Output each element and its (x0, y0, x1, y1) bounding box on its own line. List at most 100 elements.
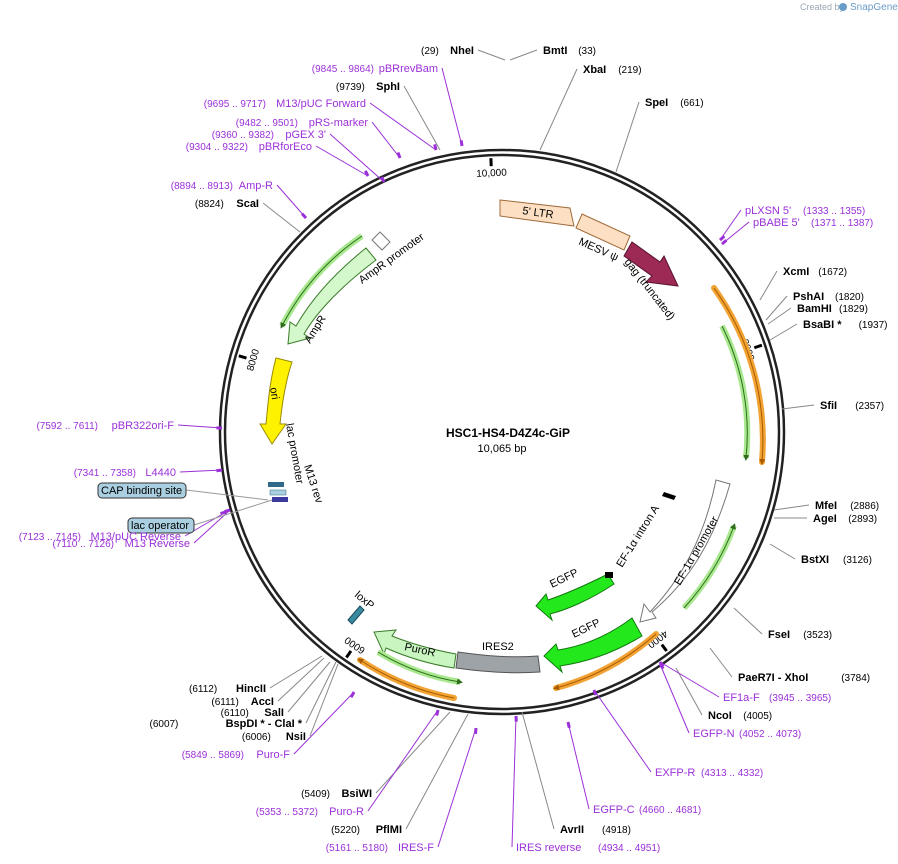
enzyme-site[interactable]: NsiI(6006) (242, 731, 306, 743)
enzyme-site[interactable]: BsiWI(5409) (301, 788, 372, 800)
primer-mark (380, 176, 386, 183)
primer-site[interactable]: EGFP-C(4660 .. 4681) (593, 804, 701, 816)
primer-site[interactable]: Amp-R(8894 .. 8913) (171, 180, 273, 192)
snapgene-watermark: Created by SnapGene (800, 2, 898, 13)
cap-binding-site-box[interactable] (97, 482, 187, 499)
enzyme-name: XbaI (583, 64, 606, 76)
enzyme-name: XcmI (783, 266, 809, 278)
enzyme-site[interactable]: AgeI(2893) (813, 513, 877, 525)
primer-name: EF1a-F (723, 692, 760, 704)
enzyme-site[interactable]: XbaI (219) (583, 64, 642, 76)
primer-site[interactable]: M13/pUC Reverse(7123 .. 7145) (19, 531, 181, 543)
enzyme-site[interactable]: FseI(3523) (768, 629, 832, 641)
enzyme-position: (4005) (743, 711, 772, 722)
feature-mesv-psi-shape[interactable] (575, 213, 631, 251)
primer-leader (567, 721, 590, 810)
enzyme-site[interactable]: SfiI(2357) (820, 400, 884, 412)
enzyme-name: BsiWI (341, 788, 372, 800)
enzyme-name: ScaI (236, 198, 259, 210)
enzyme-position: (1937) (859, 320, 888, 331)
enzyme-position: (1820) (835, 292, 864, 303)
enzyme-site[interactable]: NheI(29) (421, 45, 474, 57)
enzyme-site[interactable]: MfeI(2886) (815, 500, 879, 512)
feature-intron-marker[interactable] (662, 492, 676, 500)
enzyme-site[interactable]: AvrII(4918) (560, 824, 631, 836)
enzyme-name: NheI (450, 45, 474, 57)
feature-label-egfp-2: EGFP (570, 617, 602, 641)
enzyme-site[interactable]: SalI(6110) (221, 707, 284, 719)
feature-egfp-1-shape[interactable] (535, 573, 615, 622)
primer-site[interactable]: pRS-marker(9482 .. 9501) (236, 117, 369, 129)
enzyme-site[interactable]: BmtI(33) (543, 45, 596, 57)
primer-site[interactable]: pLXSN 5'(1333 .. 1355) (745, 205, 865, 217)
primer-range: (4313 .. 4332) (701, 768, 763, 779)
primer-range: (9695 .. 9717) (204, 99, 266, 110)
feature-gag-shape[interactable] (623, 241, 679, 287)
primer-site[interactable]: IRES reverse(4934 .. 4951) (516, 842, 660, 854)
feature-lac-stack-2[interactable] (269, 489, 287, 496)
enzyme-site[interactable]: ScaI(8824) (195, 198, 259, 210)
feature-egfp-2-shape[interactable] (543, 617, 643, 674)
enzyme-site[interactable]: BamHI(1829) (797, 303, 868, 315)
primer-site[interactable]: EF1a-F(3945 .. 3965) (723, 692, 831, 704)
site-labels: NheI(29)BmtI(33)XbaI(219)SpeI(661)XcmI(1… (19, 45, 888, 854)
primer-range: (8894 .. 8913) (171, 181, 233, 192)
primer-range: (9304 .. 9322) (186, 142, 248, 153)
lac-operator-box[interactable] (127, 517, 195, 534)
primer-mark (224, 508, 231, 514)
primer-site[interactable]: M13/pUC Forward(9695 .. 9717) (204, 98, 366, 110)
feature-ori-shape[interactable] (259, 357, 293, 445)
primer-leader (511, 715, 517, 848)
primer-site[interactable]: pBR322ori-F(7592 .. 7611) (36, 420, 174, 432)
enzyme-position: (661) (680, 98, 703, 109)
enzyme-site[interactable]: BsaBI * (1937) (803, 319, 888, 331)
enzyme-name: BamHI (797, 303, 832, 315)
primer-leader (719, 209, 742, 241)
primer-site[interactable]: pBABE 5'(1371 .. 1387) (753, 217, 873, 229)
enzyme-site[interactable]: AccI(6111) (211, 696, 274, 708)
feature-5ltr-shape[interactable] (499, 199, 575, 227)
primer-leader (276, 184, 307, 219)
primer-mark (592, 689, 598, 696)
feature-puror-shape[interactable] (373, 629, 457, 669)
primer-mark (396, 151, 402, 159)
primer-leader (293, 691, 355, 755)
primer-site[interactable]: L4440(7341 .. 7358) (74, 467, 176, 479)
primer-range: (7123 .. 7145) (19, 532, 81, 543)
enzyme-position: (219) (618, 65, 641, 76)
enzyme-site[interactable]: NcoI(4005) (708, 710, 772, 722)
primer-site[interactable]: pGEX 3'(9360 .. 9382) (212, 129, 326, 141)
primer-site[interactable]: Puro-R(5353 .. 5372) (256, 806, 364, 818)
enzyme-position: (2886) (850, 501, 879, 512)
primer-site[interactable]: EXFP-R(4313 .. 4332) (655, 767, 763, 779)
feature-ampr-promoter-shape[interactable] (371, 231, 391, 251)
enzyme-site[interactable]: BspDI * - ClaI *(6007) (149, 718, 302, 730)
feature-ef1a-promoter-shape[interactable] (639, 479, 731, 623)
enzyme-site[interactable]: SpeI(661) (645, 97, 704, 109)
feature-lac-stack-1[interactable] (268, 482, 284, 487)
primer-site[interactable]: Puro-F(5849 .. 5869) (182, 749, 291, 761)
enzyme-site[interactable]: PflMI(5220) (331, 824, 402, 836)
enzyme-site[interactable]: PshAI(1820) (793, 291, 864, 303)
primer-name: pBRforEco (259, 141, 312, 153)
feature-lac-stack-3[interactable] (272, 497, 288, 502)
primer-site[interactable]: EGFP-N(4052 .. 4073) (693, 728, 801, 740)
primer-site[interactable]: M13 Reverse(7110 .. 7126) (52, 538, 190, 550)
primer-mark (433, 144, 438, 151)
primer-site[interactable]: IRES-F(5161 .. 5180) (326, 842, 435, 854)
feature-ampr-shape[interactable] (287, 247, 377, 345)
orf-arc-right-line (713, 287, 766, 465)
primer-mark (719, 235, 726, 242)
feature-ires2-shape[interactable] (455, 651, 541, 674)
enzyme-site[interactable]: PaeR7I - XhoI(3784) (738, 672, 870, 684)
enzyme-site[interactable]: XcmI(1672) (783, 266, 847, 278)
primer-range: (1333 .. 1355) (803, 206, 865, 217)
enzyme-site[interactable]: HincII(6112) (189, 683, 266, 695)
enzyme-name: PaeR7I - XhoI (738, 672, 808, 684)
primer-site[interactable]: pBRrevBam(9845 .. 9864) (312, 63, 438, 75)
enzyme-site[interactable]: BstXI(3126) (801, 554, 872, 566)
enzyme-site[interactable]: SphI(9739) (336, 81, 400, 93)
primer-site[interactable]: pBRforEco (9304 .. 9322) (186, 141, 312, 153)
feature-loxp-shape[interactable] (347, 605, 365, 625)
enzyme-name: BsaBI * (803, 319, 842, 331)
